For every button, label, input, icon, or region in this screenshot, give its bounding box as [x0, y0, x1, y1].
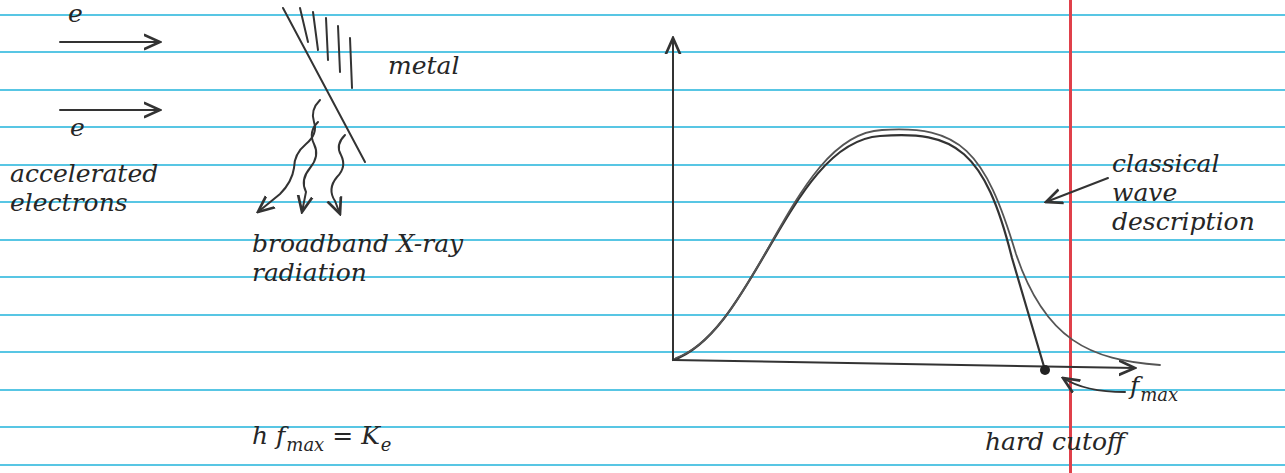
- classical-curve: [676, 129, 1160, 365]
- xray-wave-arrow: [331, 135, 345, 214]
- cutoff-dot: [1040, 365, 1050, 375]
- formula-text: h f: [252, 422, 285, 451]
- electron-arrow: [60, 109, 160, 111]
- electron-symbol: e: [68, 0, 83, 29]
- quantum-curve: [673, 135, 1045, 370]
- formula-subscript: max: [286, 435, 324, 456]
- metal-hatching: [300, 8, 352, 88]
- note-text: hard cutoff: [985, 428, 1125, 457]
- axis-label: f: [1130, 372, 1139, 401]
- xray-wave-arrow: [302, 122, 318, 212]
- part-name: metal: [388, 52, 459, 81]
- xray-wave-arrow: [258, 100, 320, 212]
- curve-label: classical wave description: [1112, 150, 1277, 236]
- formula-subscript: e: [381, 435, 392, 456]
- x-axis: [673, 360, 1135, 368]
- leader-arrow: [1046, 178, 1108, 202]
- electron-arrow: [60, 41, 160, 43]
- axis-subscript: max: [1140, 385, 1178, 406]
- note-text: accelerated electrons: [10, 160, 160, 218]
- y-axis: [672, 38, 674, 360]
- note-text: broadband X-ray radiation: [252, 230, 522, 288]
- formula-text: = K: [332, 422, 380, 451]
- electron-symbol: e: [70, 114, 85, 143]
- leader-arrow: [1063, 378, 1125, 392]
- metal-plate: [283, 8, 365, 162]
